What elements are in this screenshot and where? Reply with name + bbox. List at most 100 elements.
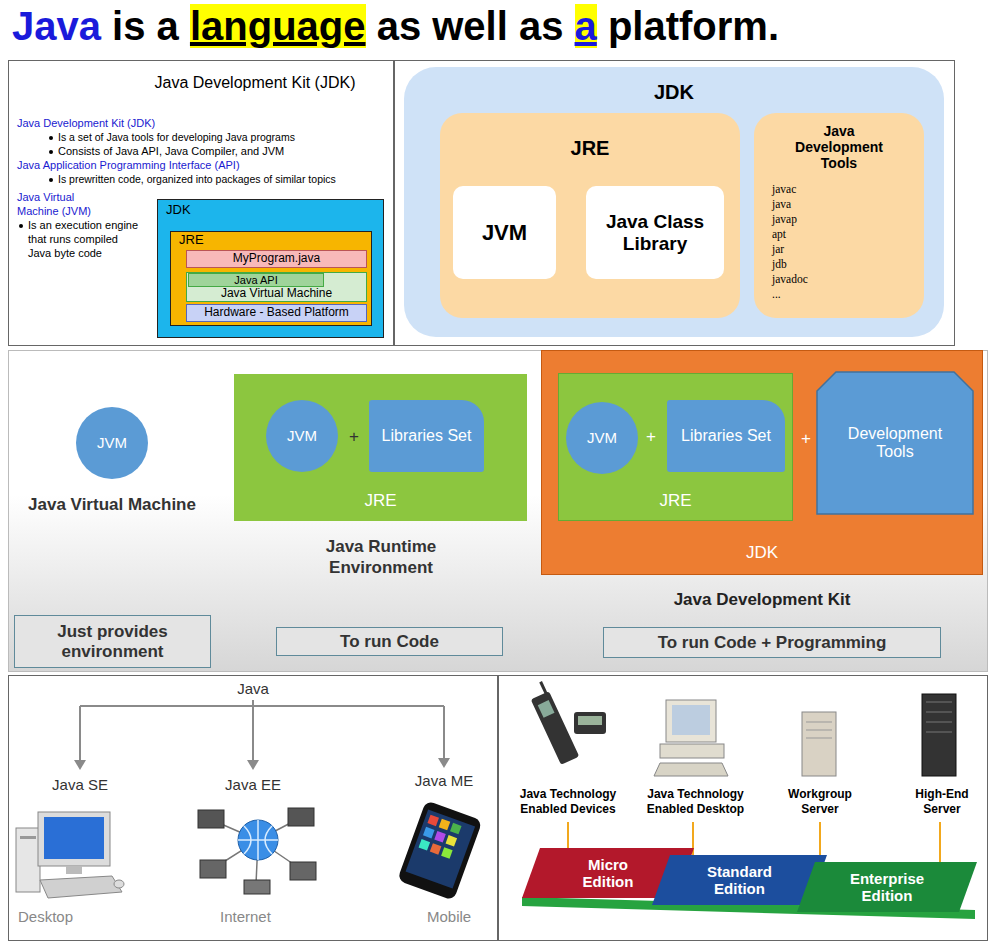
art-shape [66, 866, 82, 874]
tools-box: Java Development Toolsjavacjavajavapaptj… [754, 113, 924, 318]
layer-box: Java Virtual MachineJava API [186, 272, 367, 302]
text-label: Java Application Programming Interface (… [17, 159, 347, 173]
node-text: JDK [166, 203, 226, 218]
library-box: Java Class Library [586, 186, 724, 279]
node-text: Libraries Set [681, 427, 771, 445]
text-label: High-End Server [900, 787, 984, 817]
art-shape [20, 836, 36, 839]
art-shape [200, 860, 226, 878]
mobile-icon [397, 800, 482, 900]
art-shape [74, 760, 86, 770]
page-title: Java is a language as well as a platform… [12, 4, 779, 49]
node-text: Java Development Tools [789, 123, 889, 171]
art-shape [922, 694, 956, 776]
node-text: Libraries Set [382, 427, 472, 445]
jvm-box: JVM [453, 186, 556, 279]
layer-box: Hardware - Based Platform [186, 304, 367, 322]
outline-shape [652, 855, 827, 905]
node-text: Hardware - Based Platform [204, 306, 349, 320]
text-label: Java Technology Enabled Devices [503, 787, 633, 817]
art-shape [538, 700, 555, 718]
node-text: JVM [97, 434, 127, 451]
jdk-box: JDKJREJVMLibraries SetDevelopment Tools [541, 350, 983, 575]
jdk-box: JDK JREMyProgram.javaJava Virtual Machine… [157, 199, 384, 338]
caption-box: Just provides environment [14, 615, 211, 668]
outline-shape [817, 372, 973, 514]
art-shape [288, 808, 314, 826]
art-shape [423, 827, 435, 839]
text-label: Desktop [18, 908, 118, 927]
bullet-dot [19, 224, 23, 228]
text-label: Is prewritten code, organized into packa… [58, 173, 392, 186]
node-text: JDK [404, 81, 944, 104]
title-word: language [190, 4, 366, 48]
title-word: a [575, 4, 597, 48]
text-label: Is a set of Java tools for developing Ja… [58, 131, 390, 144]
node-text: Just provides environment [28, 622, 198, 661]
node-text: Standard Edition [695, 863, 785, 898]
title-word: Java [12, 4, 101, 48]
art-shape [44, 817, 104, 859]
art-shape [654, 763, 728, 776]
internet-icon [198, 808, 316, 894]
node-text: To run Code [340, 632, 439, 652]
list-item: javac [772, 183, 912, 196]
caption-box: To run Code [276, 627, 503, 656]
text-label: Internet [220, 908, 320, 927]
art-shape [539, 681, 548, 695]
list-item: ... [772, 288, 912, 301]
text-label: + [641, 426, 661, 447]
art-shape [926, 702, 952, 732]
bullet-dot [49, 178, 53, 182]
jvm-circle: JVM [266, 400, 338, 472]
jre-box: JREJVMLibraries Set [234, 374, 527, 521]
library-box: Libraries Set [369, 400, 484, 472]
text-label: Java [223, 680, 283, 699]
outline-shape [797, 862, 977, 912]
text-label: + [344, 426, 364, 447]
list-item: javap [772, 213, 912, 226]
text-label: Java ME [394, 772, 494, 791]
layer-box: MyProgram.java [186, 250, 367, 268]
jre-box: JREMyProgram.javaJava Virtual MachineJav… [170, 231, 372, 326]
node-text: JVM [287, 427, 317, 444]
art-shape [238, 820, 278, 860]
tools-box: Development Tools [816, 371, 974, 515]
art-shape [578, 716, 602, 725]
art-shape [40, 876, 122, 898]
node-text: Micro Edition [563, 856, 653, 891]
jvm-circle: JVM [76, 407, 148, 479]
text-label: Java Development Kit [541, 589, 983, 610]
art-shape [247, 760, 259, 770]
node-text: Java API [234, 274, 277, 287]
art-shape [198, 810, 224, 828]
text-label: + [796, 428, 816, 449]
text-label: Java Runtime Environment [306, 536, 456, 579]
edition-band: Enterprise Edition [797, 862, 977, 912]
text-label: Java EE [203, 776, 303, 795]
node-text: Development Tools [835, 425, 955, 462]
art-shape [666, 700, 716, 742]
art-shape [438, 758, 450, 768]
text-label: Is an execution engine that runs compile… [28, 219, 143, 260]
desktop-icon [16, 812, 124, 898]
art-shape [397, 800, 482, 900]
list-item: java [772, 198, 912, 211]
node-text: Java Class Library [595, 211, 715, 255]
art-shape [430, 843, 442, 855]
text-label: Java Development Kit (JDK) [17, 117, 317, 131]
art-shape [531, 691, 580, 765]
art-shape [660, 744, 724, 758]
art-shape [802, 712, 836, 776]
art-shape [38, 812, 110, 866]
jdk-box: JDKJREJVMJava Class LibraryJava Developm… [404, 67, 944, 337]
list-item: apt [772, 228, 912, 241]
node-text: Java Development Kit (JDK) [127, 74, 383, 92]
caption-box: To run Code + Programming [603, 627, 941, 658]
art-shape [574, 712, 606, 734]
art-shape [806, 722, 832, 738]
node-text: JDK [542, 543, 982, 563]
art-shape [439, 819, 451, 831]
text-label: Java Virtual Machine [12, 494, 212, 515]
library-box: Libraries Set [667, 400, 785, 472]
